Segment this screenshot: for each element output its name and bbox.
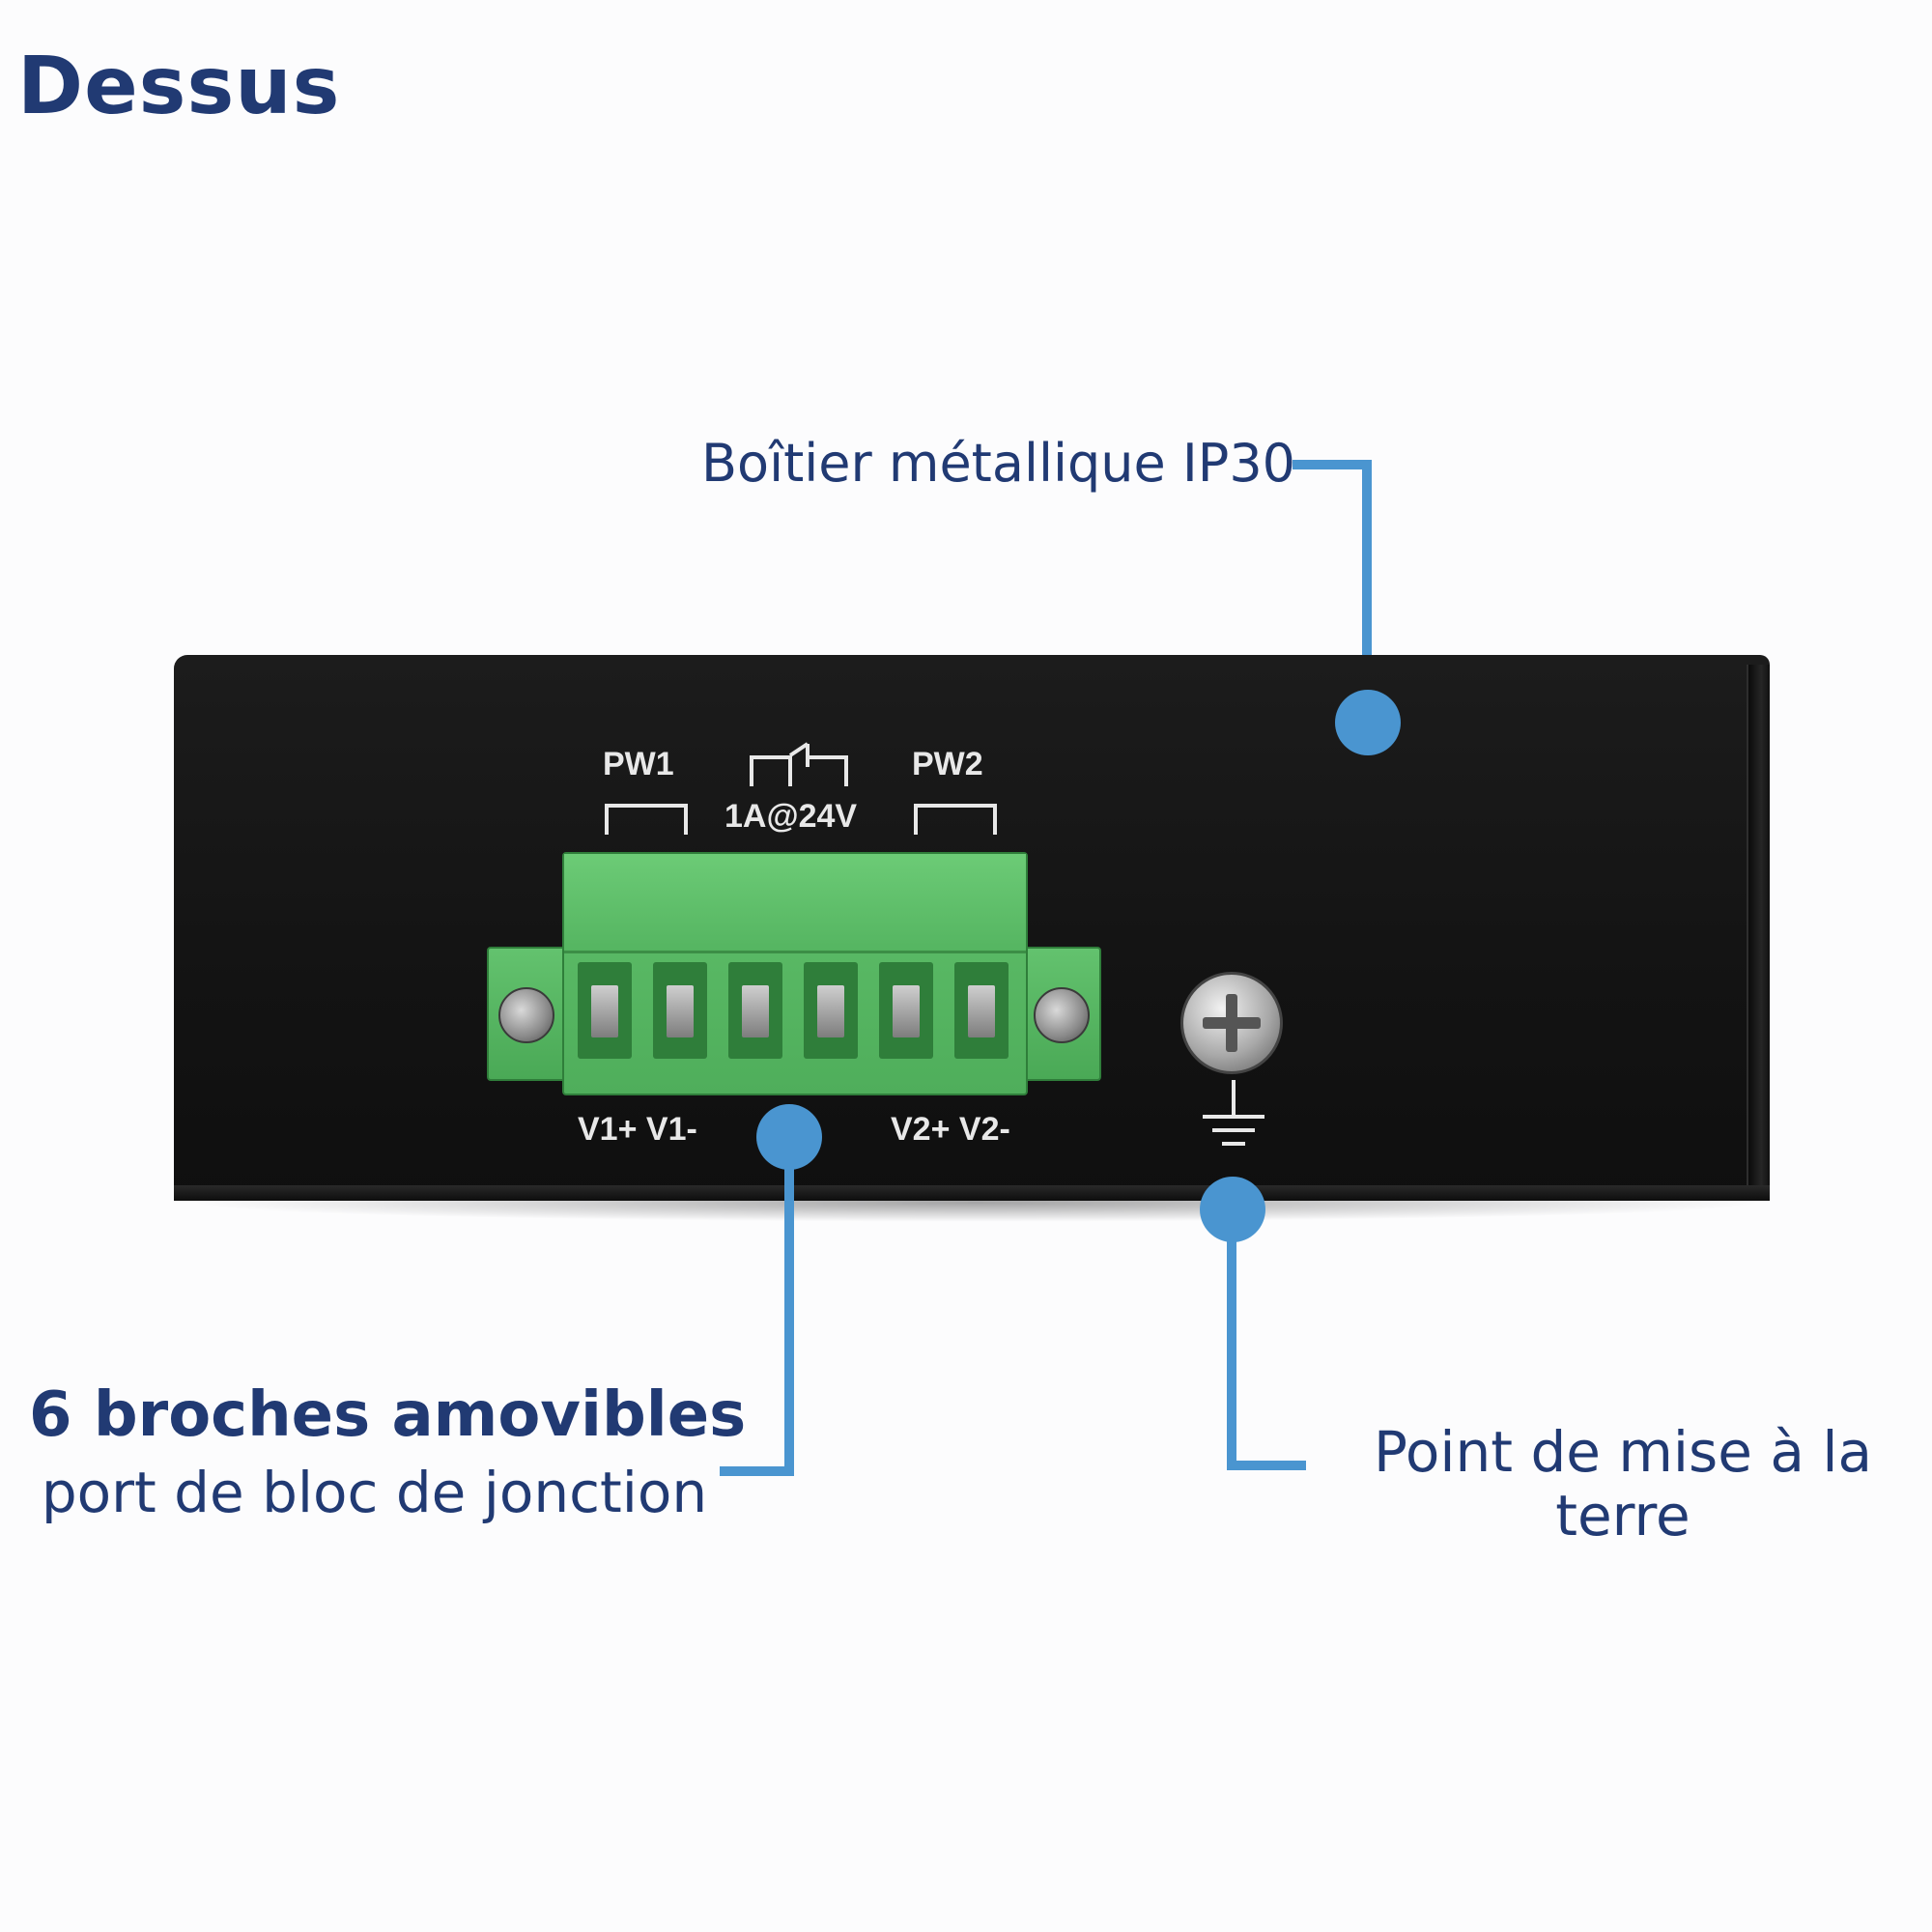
terminal-pin <box>653 962 707 1059</box>
flange-screw-left-icon <box>498 987 554 1043</box>
callout-terminal-line2: port de bloc de jonction <box>41 1460 708 1525</box>
bracket-pw1 <box>605 804 688 835</box>
label-v2: V2+ V2- <box>891 1111 1010 1148</box>
ground-symbol-icon <box>1203 1080 1264 1151</box>
terminal-pin <box>578 962 632 1059</box>
flange-screw-right-icon <box>1034 987 1090 1043</box>
terminal-pin <box>879 962 933 1059</box>
callout-ground-label: Point de mise à la terre <box>1374 1419 1872 1548</box>
callout-terminal-dot <box>756 1104 822 1170</box>
page-title: Dessus <box>17 41 341 132</box>
terminal-pin <box>804 962 858 1059</box>
bracket-pw2 <box>914 804 997 835</box>
label-pw1: PW1 <box>603 746 674 782</box>
relay-switch-icon <box>786 738 813 786</box>
label-v1: V1+ V1- <box>578 1111 697 1148</box>
terminal-pin <box>954 962 1009 1059</box>
label-pw2: PW2 <box>912 746 983 782</box>
terminal-block-top <box>564 854 1026 953</box>
terminal-flange-right <box>1022 947 1101 1081</box>
relay-bracket-left <box>750 755 792 786</box>
callout-enclosure-line-h <box>1293 460 1372 469</box>
callout-ground-line-v <box>1227 1227 1236 1470</box>
enclosure-bottom-edge <box>174 1185 1770 1201</box>
callout-terminal-line1: 6 broches amovibles <box>29 1379 747 1451</box>
relay-bracket-right <box>810 755 848 786</box>
switch-enclosure <box>174 655 1770 1201</box>
callout-enclosure-label: Boîtier métallique IP30 <box>701 433 1296 494</box>
callout-terminal-line-v <box>784 1159 794 1476</box>
terminal-pin <box>728 962 782 1059</box>
callout-terminal-label: 6 broches amovibles port de bloc de jonc… <box>29 1377 747 1531</box>
callout-enclosure-line-v <box>1362 460 1372 721</box>
ground-screw-icon <box>1180 972 1283 1074</box>
callout-terminal-line-h <box>720 1466 794 1476</box>
terminal-block[interactable] <box>562 852 1028 1095</box>
enclosure-side-edge <box>1747 665 1770 1196</box>
callout-enclosure-dot <box>1335 690 1401 755</box>
callout-ground-line-h <box>1227 1461 1306 1470</box>
terminal-flange-left <box>487 947 566 1081</box>
label-relay-rating: 1A@24V <box>724 798 858 835</box>
